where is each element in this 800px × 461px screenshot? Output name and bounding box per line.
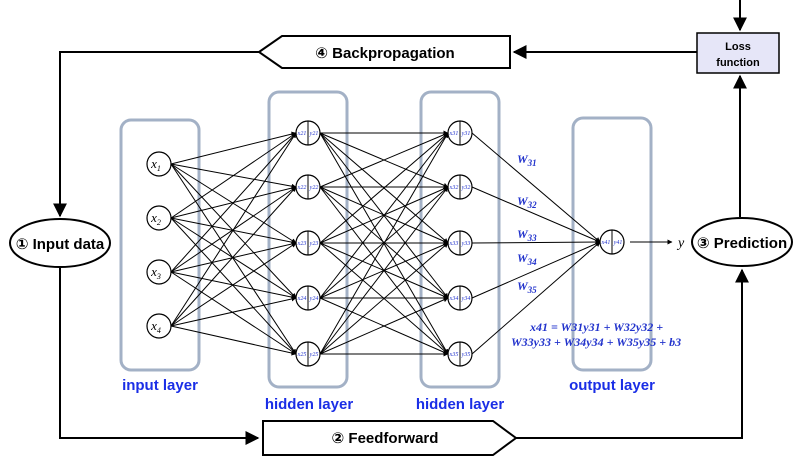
- hidden-layer-1-box: [267, 90, 349, 389]
- input-node-2: [146, 205, 172, 231]
- backpropagation-banner: [257, 35, 511, 69]
- edge-in3-h11: [170, 132, 297, 273]
- feedforward-banner: [262, 420, 518, 456]
- y-label: y: [676, 236, 685, 251]
- weight-label-w31: W31: [517, 152, 537, 168]
- edge-h23-out: [471, 239, 601, 245]
- hidden2-node-left-2: x32: [449, 185, 459, 191]
- hidden1-node-right-3: y23: [309, 241, 319, 247]
- edge-in3-h15: [170, 271, 297, 355]
- input-data-node: [9, 218, 111, 268]
- hidden1-node-right-2: y22: [309, 185, 319, 191]
- hidden2-node-right-3: y33: [461, 241, 471, 247]
- edge-in2-h15: [170, 217, 297, 355]
- input-node-label-1: x1: [150, 156, 161, 173]
- hidden1-node-right-5: y25: [309, 352, 319, 358]
- hidden2-node-right-2: y32: [461, 185, 471, 191]
- weight-label-w33: W33: [517, 227, 537, 243]
- edge-h14-h22: [319, 186, 449, 299]
- loss-function-label-line-2: function: [716, 57, 760, 69]
- edge-h15-h23: [319, 242, 449, 355]
- input-data-label: ① Input data: [16, 236, 105, 253]
- hidden2-node-right-1: y31: [461, 131, 471, 137]
- edge-in3-h13: [170, 241, 297, 273]
- input-node-4: [146, 313, 172, 339]
- output-layer-box: [571, 116, 653, 372]
- equation-line-1: x41 = W31y31 + W32y32 +: [529, 320, 663, 334]
- input-layer-box: [119, 118, 201, 372]
- loss-function-label-line-1: Loss: [725, 41, 751, 53]
- input-layer-label: input layer: [122, 377, 198, 394]
- edge-h12-h21: [319, 132, 449, 188]
- input-node-1: [146, 151, 172, 177]
- edge-in1-h11: [170, 131, 297, 165]
- hidden2-node-left-3: x33: [449, 241, 459, 247]
- edge-h22-out: [471, 186, 601, 243]
- edge-h13-h21: [319, 132, 449, 244]
- edge-in1-h13: [170, 163, 297, 244]
- hidden1-node-left-1: x21: [297, 131, 307, 137]
- edge-h15-h21: [319, 132, 449, 355]
- equation-line-2: W33y33 + W34y34 + W35y35 + b3: [511, 335, 681, 349]
- input-node-3: [146, 259, 172, 285]
- hidden1-node-left-5: x25: [297, 352, 307, 358]
- edge-in4-h13: [170, 242, 297, 327]
- hidden1-node-left-2: x22: [297, 185, 307, 191]
- edge-in1-h15: [170, 163, 297, 355]
- hidden2-node-right-5: y35: [461, 352, 471, 358]
- edge-in4-h14: [170, 296, 297, 327]
- edge-h14-h21: [319, 132, 449, 299]
- prediction-label: ③ Prediction: [697, 235, 787, 252]
- input-node-label-3: x3: [150, 264, 161, 281]
- edge-h15-h24: [319, 297, 449, 355]
- feedforward-label: ② Feedforward: [332, 430, 439, 447]
- edge-h21-out: [471, 132, 601, 243]
- hidden1-node-left-4: x24: [297, 295, 307, 302]
- weight-label-w35: W35: [517, 279, 537, 295]
- hidden2-node-left-4: x34: [449, 295, 459, 302]
- output-node-right-1: y41: [613, 239, 623, 246]
- hidden2-node-right-4: y34: [461, 295, 471, 302]
- output-node-left-1: x41: [601, 239, 611, 246]
- hidden1-node-right-4: y24: [309, 295, 319, 302]
- weight-label-w34: W34: [517, 251, 537, 267]
- backprop-to-input-arrow: [53, 51, 259, 218]
- weight-label-w32: W32: [517, 194, 537, 210]
- input-node-label-2: x2: [150, 210, 161, 227]
- hidden-layer-2-box: [419, 90, 501, 389]
- edge-h15-h22: [319, 186, 449, 355]
- edge-in2-h11: [170, 132, 297, 219]
- backpropagation-label: ④ Backpropagation: [315, 45, 454, 62]
- connections: [170, 130, 601, 357]
- edge-h24-out: [471, 241, 601, 299]
- edge-in4-h15: [170, 325, 297, 356]
- hidden1-node-left-3: x23: [297, 241, 307, 247]
- edge-in4-h12: [170, 186, 297, 327]
- edge-h25-out: [471, 241, 601, 355]
- output-layer-label: output layer: [569, 377, 655, 394]
- hidden1-node-right-1: y21: [309, 131, 319, 137]
- feedforward-to-prediction-arrow: [516, 268, 749, 439]
- input-node-label-4: x4: [150, 318, 161, 335]
- hidden-layer-2-label: hidden layer: [416, 396, 505, 413]
- hidden-layer-1-label: hidden layer: [265, 396, 354, 413]
- edge-in4-h11: [170, 132, 297, 327]
- edge-in2-h13: [170, 217, 297, 245]
- prediction-node: [691, 217, 793, 267]
- input-to-feedforward-arrow: [59, 268, 260, 445]
- hidden2-node-left-5: x35: [449, 352, 459, 358]
- hidden2-node-left-1: x31: [449, 131, 459, 137]
